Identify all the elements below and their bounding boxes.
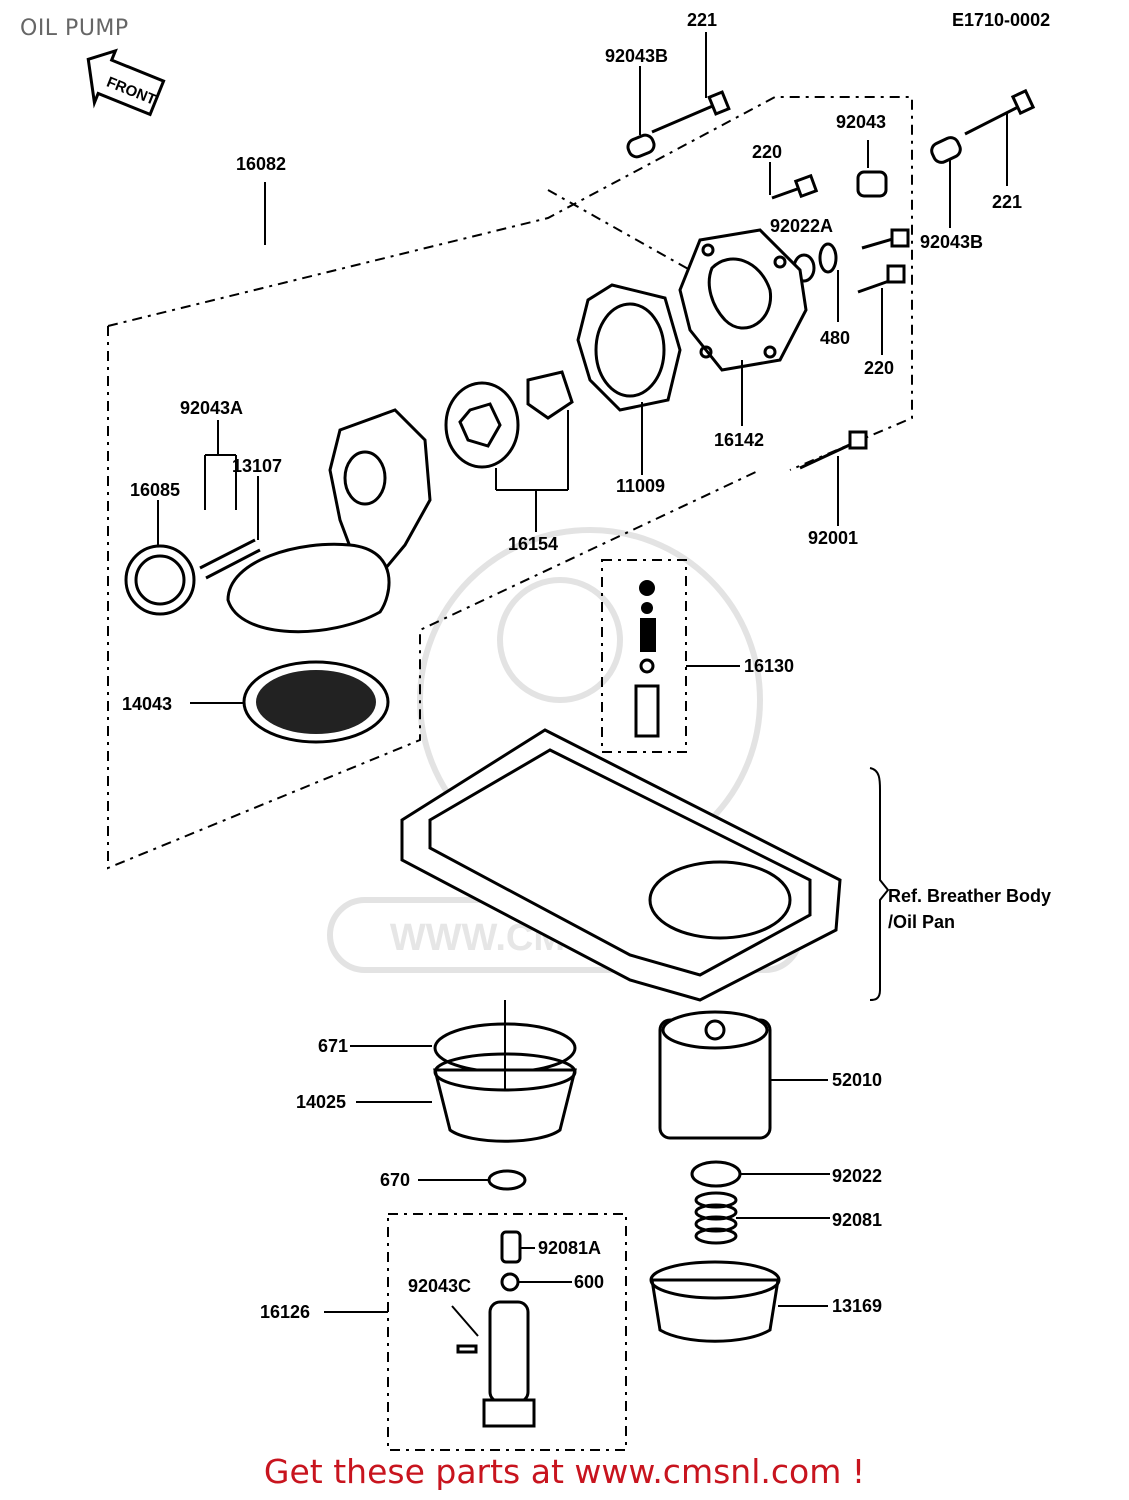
- front-arrow-icon: FRONT: [86, 48, 166, 117]
- shaft-13107: [199, 538, 261, 580]
- spring-92081: [694, 1191, 738, 1245]
- washer-92022: [690, 1160, 742, 1188]
- part-label: 92081A: [538, 1238, 601, 1258]
- part-label: 92081: [832, 1210, 882, 1230]
- bolt-221-top: [651, 90, 731, 134]
- screen-14043: [242, 660, 390, 744]
- part-label: 92022: [832, 1166, 882, 1186]
- footer-link[interactable]: Get these parts at www.cmsnl.com !: [263, 1452, 866, 1491]
- page-title: OIL PUMP: [20, 16, 129, 41]
- part-label: 13169: [832, 1296, 882, 1316]
- part-label: 16154: [508, 534, 558, 554]
- part-label: 670: [380, 1170, 410, 1190]
- filter-cover-13169: [649, 1260, 781, 1343]
- dowel-92043: [856, 170, 888, 198]
- part-label: 92022A: [770, 216, 833, 236]
- gasket-11009: [576, 283, 682, 412]
- ball-600: [500, 1272, 520, 1292]
- rotor-16154: [444, 370, 574, 469]
- part-label: 220: [864, 358, 894, 378]
- spring-92081A: [500, 1230, 522, 1264]
- part-label: 16082: [236, 154, 286, 174]
- part-label: 92043C: [408, 1276, 471, 1296]
- part-label: 600: [574, 1272, 604, 1292]
- sprocket-16085: [124, 544, 196, 616]
- pump-cover-16142: [678, 228, 808, 372]
- part-label: 11009: [616, 476, 665, 496]
- bolt-221-right: [964, 88, 1036, 136]
- collar-92043B-top: [626, 133, 656, 159]
- circlip-480: [818, 242, 838, 274]
- diagram-code: E1710-0002: [952, 10, 1050, 30]
- part-label: 221: [687, 10, 717, 30]
- part-label: 92001: [808, 528, 858, 548]
- valve-body-16126: [482, 1300, 536, 1428]
- oil-pan: [400, 728, 842, 1002]
- part-label: 14025: [296, 1092, 346, 1112]
- filter-element-52010: [658, 1010, 772, 1140]
- oring-670: [487, 1169, 527, 1191]
- part-label: 220: [752, 142, 782, 162]
- part-label: 16130: [744, 656, 794, 676]
- part-label: 14043: [122, 694, 172, 714]
- bolt-92001: [799, 430, 868, 470]
- relief-valve-16130: [601, 559, 687, 753]
- part-label: 671: [318, 1036, 348, 1056]
- part-label: 92043B: [605, 46, 668, 66]
- part-label: 221: [992, 192, 1022, 212]
- part-label: 92043: [836, 112, 886, 132]
- part-label: 480: [820, 328, 850, 348]
- part-label: 13107: [232, 456, 282, 476]
- bolt-220-top: [771, 173, 819, 200]
- part-label: 92043A: [180, 398, 243, 418]
- part-label: 16142: [714, 430, 764, 450]
- part-labels: 221 92043B 92043 220 16082 221 92022A 92…: [122, 10, 1051, 1322]
- reference-note-line1: Ref. Breather Body: [888, 886, 1051, 906]
- part-label: 92043B: [920, 232, 983, 252]
- bolt-220-right: [857, 228, 910, 294]
- reference-note-line2: /Oil Pan: [888, 912, 955, 932]
- part-label: 52010: [832, 1070, 882, 1090]
- part-label: 16126: [260, 1302, 310, 1322]
- pump-body: [226, 408, 432, 634]
- pin-92043C: [456, 1344, 478, 1354]
- part-label: 16085: [130, 480, 180, 500]
- collar-92043B-right: [930, 136, 962, 164]
